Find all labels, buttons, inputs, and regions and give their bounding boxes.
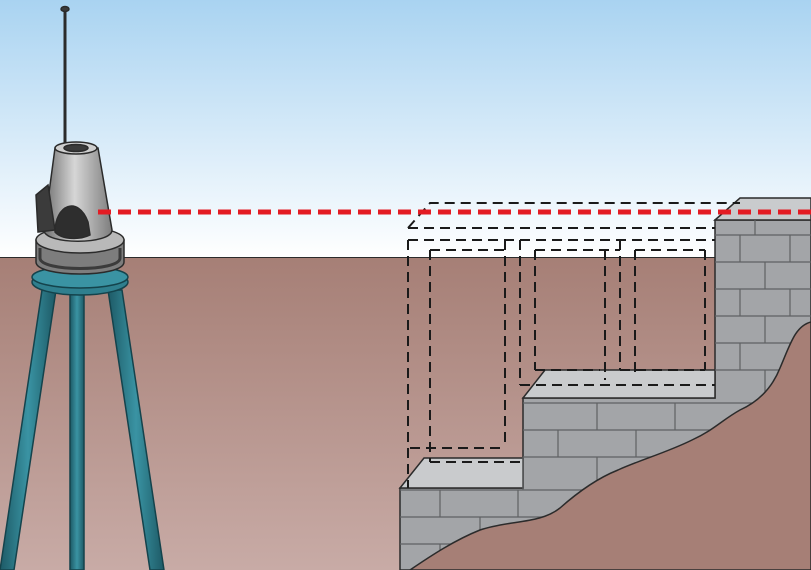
planned-blocks-outline xyxy=(407,202,740,488)
tripod-leg-center xyxy=(69,291,85,570)
rotary-laser-level-icon xyxy=(35,5,125,275)
sky xyxy=(0,0,811,258)
soil-slope xyxy=(408,321,811,570)
laser-emitter-window xyxy=(54,205,91,240)
